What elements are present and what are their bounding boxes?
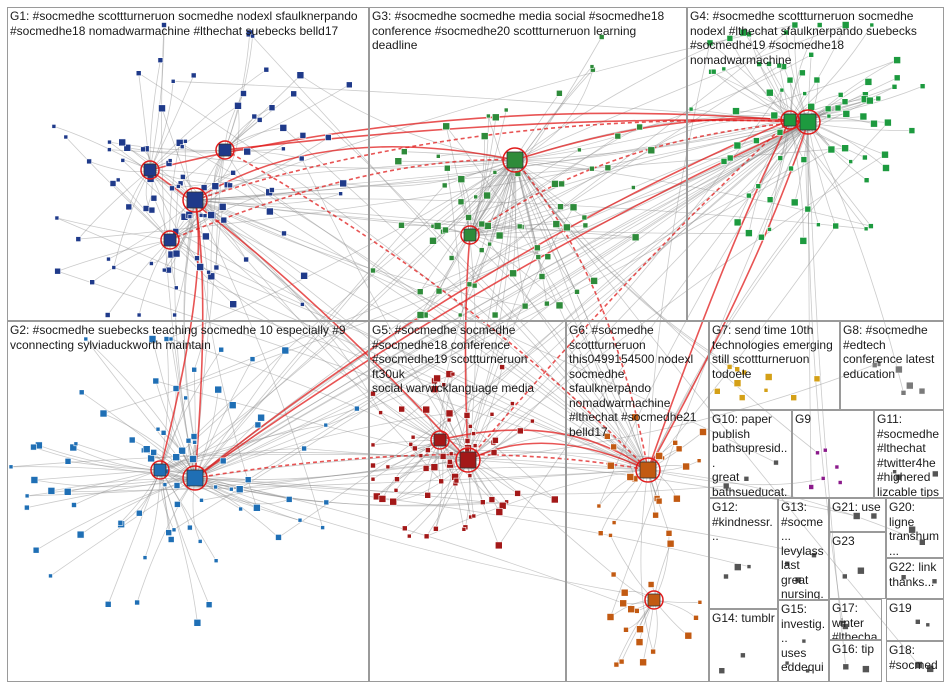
group-label-g18: G18: #socmed... xyxy=(889,643,941,682)
group-box-g20: G20: ligne transhum... #socmed... xyxy=(886,498,944,558)
group-box-g3: G3: #socmedhe socmedhe media social #soc… xyxy=(369,7,687,321)
group-box-g1: G1: #socmedhe scottturneruon socmedhe no… xyxy=(7,7,369,321)
group-box-g15: G15: investig... uses eddequi... potenti… xyxy=(778,600,829,682)
group-box-g12: G12: #kindnessr... xyxy=(709,498,778,609)
group-label-g13: G13: #socme... levylass last great nursi… xyxy=(781,500,826,600)
group-label-g3: G3: #socmedhe socmedhe media social #soc… xyxy=(372,9,684,53)
group-box-g8: G8: #socmedhe #edtech conference latest … xyxy=(840,321,944,410)
group-box-g5: G5: #socmedhe socmedhe #socmedhe18 confe… xyxy=(369,321,566,682)
group-label-g9: G9 xyxy=(795,412,871,427)
group-label-g6: G6: #socmedhe scottturneruon this0499154… xyxy=(569,323,706,439)
group-label-g15: G15: investig... uses eddequi... potenti… xyxy=(781,602,826,682)
group-label-g14: G14: tumblr xyxy=(712,611,775,626)
group-label-g11: G11: #socmedhe #lthechat #twitter4he #hi… xyxy=(877,412,941,498)
group-box-g4: G4: #socmedhe scottturneruon socmedhe no… xyxy=(687,7,944,321)
group-label-g10: G10: paper publish bathsupresid... great… xyxy=(712,412,789,498)
group-label-g21: G21: use xyxy=(832,500,883,515)
group-label-g4: G4: #socmedhe scottturneruon socmedhe no… xyxy=(690,9,941,67)
group-box-g23: G23 xyxy=(829,532,886,599)
group-box-g14: G14: tumblr xyxy=(709,609,778,682)
group-box-g2: G2: #socmedhe suebecks teaching socmedhe… xyxy=(7,321,369,682)
group-box-g13: G13: #socme... levylass last great nursi… xyxy=(778,498,829,600)
group-label-g16: G16: tip xyxy=(832,642,879,657)
group-label-g2: G2: #socmedhe suebecks teaching socmedhe… xyxy=(10,323,366,352)
group-box-g22: G22: link thanks... xyxy=(886,558,944,599)
group-label-g5: G5: #socmedhe socmedhe #socmedhe18 confe… xyxy=(372,323,563,396)
group-box-g10: G10: paper publish bathsupresid... great… xyxy=(709,410,792,498)
group-box-g6: G6: #socmedhe scottturneruon this0499154… xyxy=(566,321,709,682)
group-box-g19: G19 xyxy=(886,599,944,641)
group-label-g1: G1: #socmedhe scottturneruon socmedhe no… xyxy=(10,9,366,38)
group-box-g17: G17: winter #lthechat... xyxy=(829,599,882,640)
group-label-g7: G7: send time 10th technologies emerging… xyxy=(712,323,837,381)
group-label-g23: G23 xyxy=(832,534,883,549)
group-label-g22: G22: link thanks... xyxy=(889,560,941,589)
group-box-g7: G7: send time 10th technologies emerging… xyxy=(709,321,840,410)
group-label-g8: G8: #socmedhe #edtech conference latest … xyxy=(843,323,941,381)
group-box-g18: G18: #socmed... xyxy=(886,641,944,682)
group-label-g12: G12: #kindnessr... xyxy=(712,500,775,544)
group-label-g19: G19 xyxy=(889,601,941,616)
group-box-g9: G9 xyxy=(792,410,874,498)
group-label-g20: G20: ligne transhum... #socmed... xyxy=(889,500,941,558)
group-label-g17: G17: winter #lthechat... xyxy=(832,601,879,640)
group-box-g21: G21: use xyxy=(829,498,886,532)
group-box-g16: G16: tip xyxy=(829,640,882,682)
group-box-g11: G11: #socmedhe #lthechat #twitter4he #hi… xyxy=(874,410,944,498)
